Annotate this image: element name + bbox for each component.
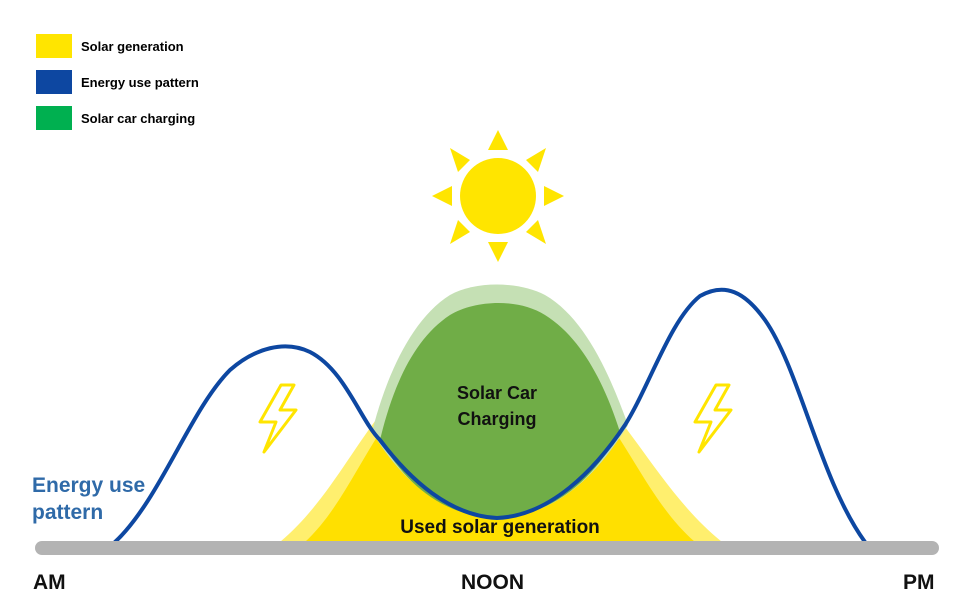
legend-swatch-energy-use-pattern — [36, 70, 72, 94]
solar-car-charging-label-line1: Solar Car — [456, 383, 538, 403]
legend-label-solar-car-charging: Solar car charging — [81, 110, 196, 126]
energy-use-pattern-curve — [113, 287, 867, 544]
axis-label-pm: PM — [903, 571, 935, 594]
solar-car-charging-label-line2: Charging — [457, 409, 537, 429]
sun-icon — [432, 130, 564, 262]
lightning-icon-left — [258, 383, 298, 454]
axis-label-am: AM — [33, 571, 66, 594]
solar-car-charging-area — [380, 302, 620, 518]
legend: Solar generation Energy use pattern Sola… — [36, 34, 199, 142]
axis-label-noon: NOON — [461, 571, 524, 594]
legend-swatch-solar-car-charging — [36, 106, 72, 130]
energy-use-pattern-label: Energy use pattern — [32, 472, 145, 526]
legend-label-energy-use-pattern: Energy use pattern — [81, 74, 199, 90]
solar-car-charging-label: Solar Car Charging — [447, 380, 547, 432]
used-solar-generation-label: Used solar generation — [400, 517, 600, 538]
legend-swatch-solar-generation — [36, 34, 72, 58]
legend-label-solar-generation: Solar generation — [81, 38, 184, 54]
legend-item-energy-use-pattern: Energy use pattern — [36, 70, 199, 94]
energy-use-pattern-label-line1: Energy use — [32, 474, 146, 497]
lightning-icon-right — [693, 383, 733, 454]
legend-item-solar-car-charging: Solar car charging — [36, 106, 199, 130]
energy-use-pattern-label-line2: pattern — [32, 501, 104, 524]
legend-item-solar-generation: Solar generation — [36, 34, 199, 58]
